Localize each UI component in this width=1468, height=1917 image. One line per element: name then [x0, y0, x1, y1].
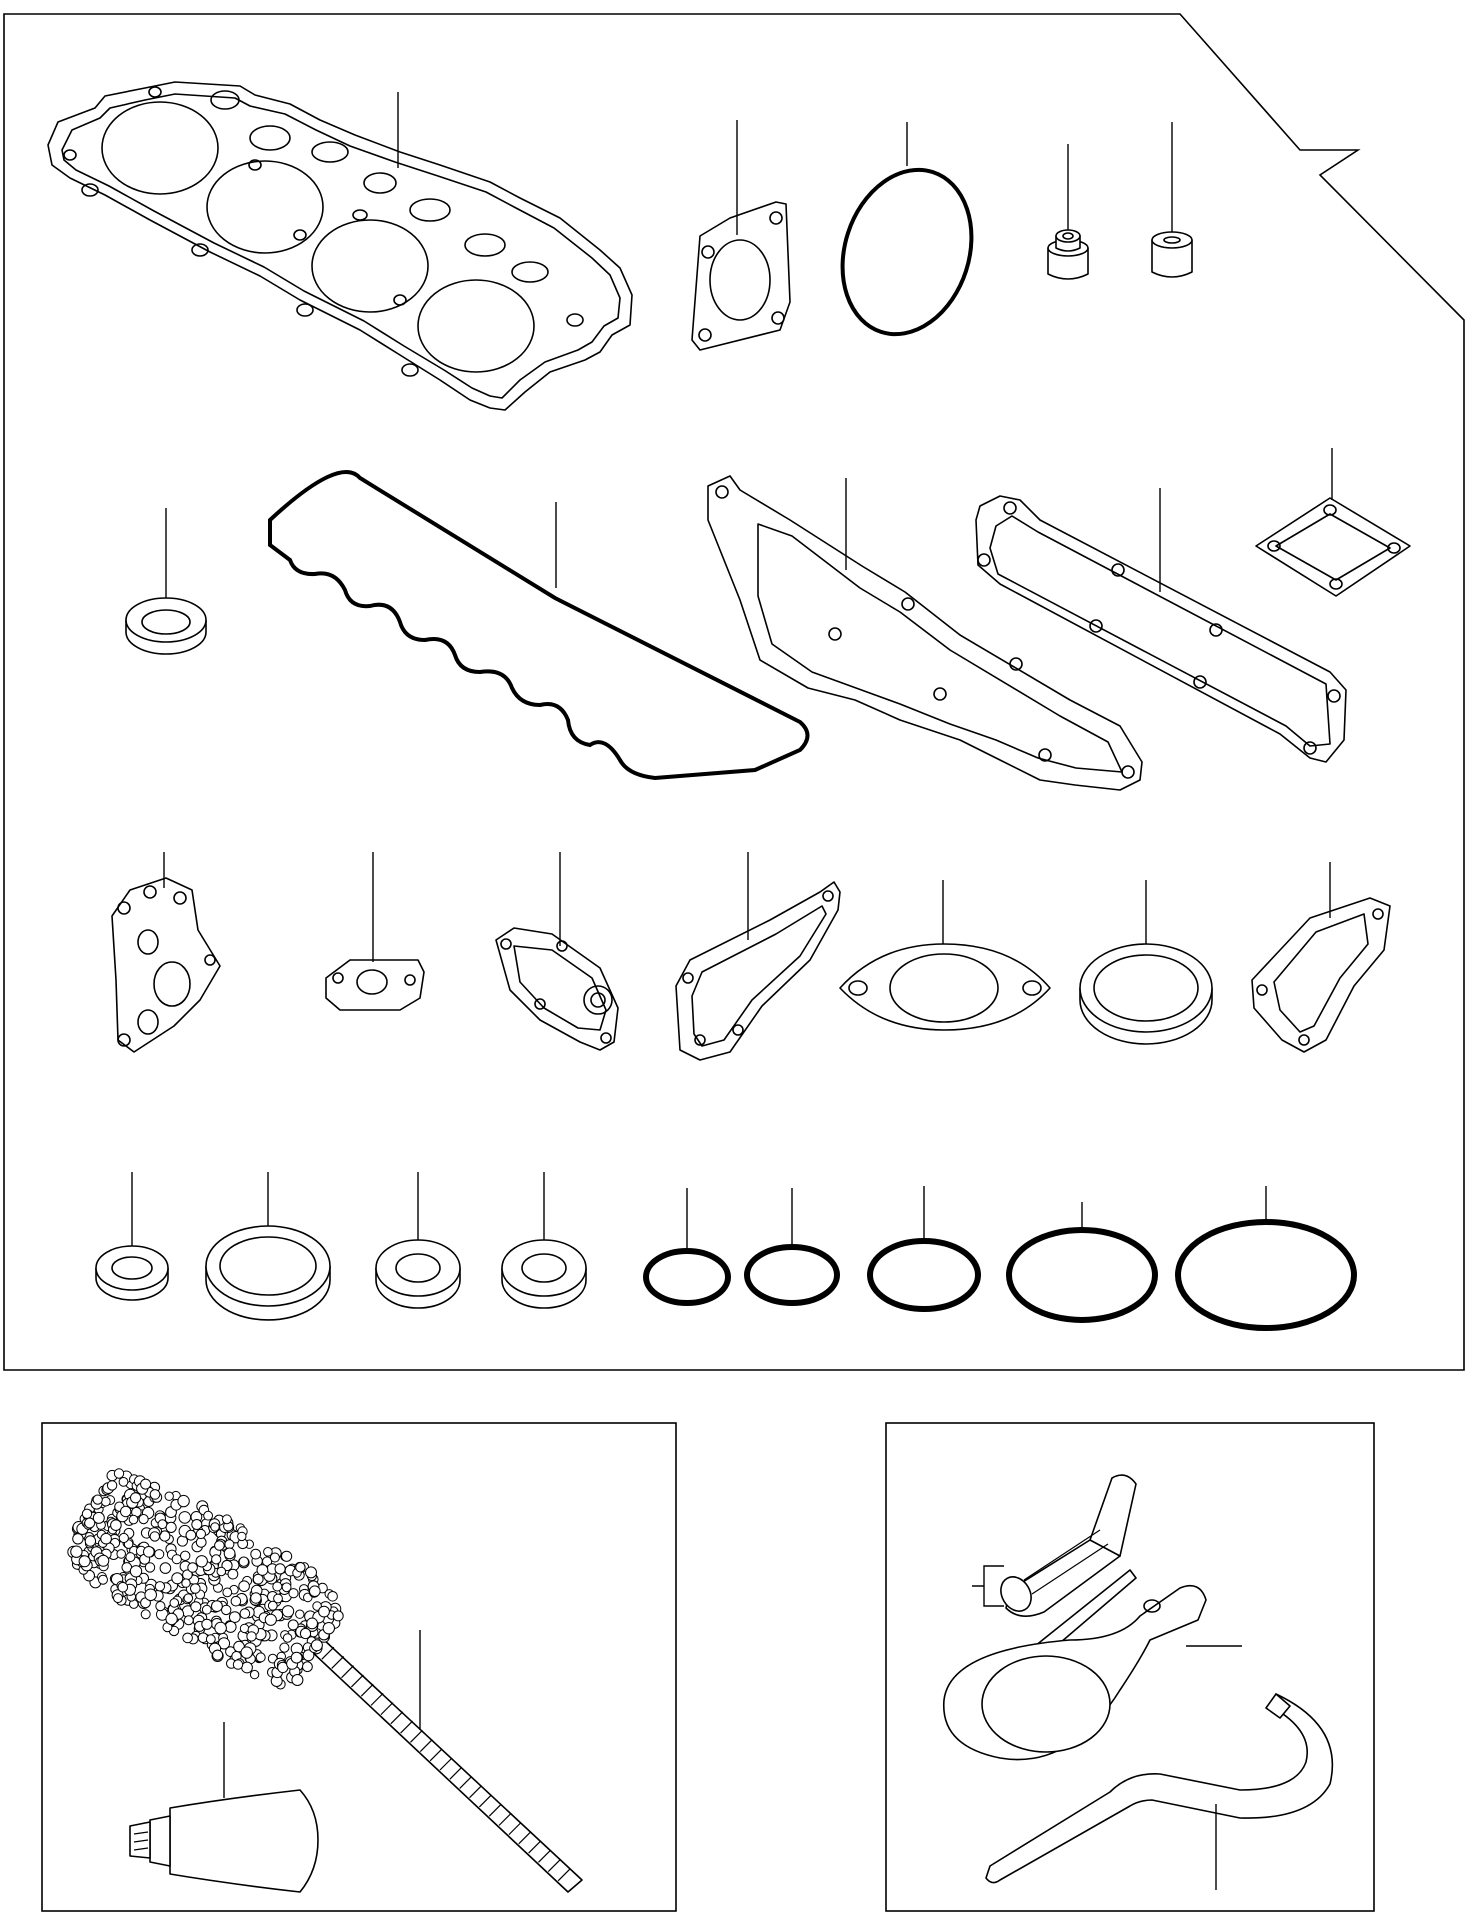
gasket-set-panel — [3, 13, 1465, 1371]
sealant-tube — [129, 1789, 319, 1893]
intake-manifold-gasket — [707, 475, 1143, 791]
water-pump-gasket — [495, 927, 619, 1051]
hook-spanner — [985, 1693, 1334, 1884]
exhaust-manifold-gasket — [975, 495, 1347, 763]
large-o-ring — [840, 167, 974, 337]
copper-washer-c — [375, 1239, 461, 1309]
square-flange-gasket-b — [1255, 497, 1411, 597]
cylinder-head-gasket — [47, 81, 633, 411]
o-ring-xs — [643, 1248, 731, 1306]
copper-washer-a — [95, 1245, 169, 1301]
o-ring-s — [744, 1244, 840, 1306]
rocker-cover-gasket — [268, 470, 810, 781]
o-ring-l — [1006, 1227, 1158, 1323]
valve-stem-seal — [1047, 229, 1089, 280]
oval-exhaust-gasket — [839, 943, 1051, 1031]
filter-wrench — [943, 1584, 1207, 1761]
service-tools-panel — [885, 1422, 1375, 1912]
water-outlet-gasket — [1251, 897, 1391, 1053]
small-flange-gasket — [325, 959, 425, 1011]
copper-washer-d — [501, 1239, 587, 1309]
sealing-ring — [1079, 943, 1213, 1045]
o-ring-m — [867, 1238, 981, 1312]
square-flange-gasket — [691, 201, 791, 351]
copper-washer-b — [205, 1225, 331, 1321]
valve-stem-seal-b — [1151, 231, 1193, 278]
screwdriver-set — [1000, 1474, 1137, 1661]
sealing-washer — [125, 597, 207, 655]
o-ring-xl — [1175, 1219, 1357, 1331]
cleaning-tools-panel — [41, 1422, 677, 1912]
timing-cover-gasket — [675, 881, 841, 1061]
cylinder-brush — [67, 1468, 583, 1893]
thermostat-housing-gasket — [111, 877, 221, 1053]
